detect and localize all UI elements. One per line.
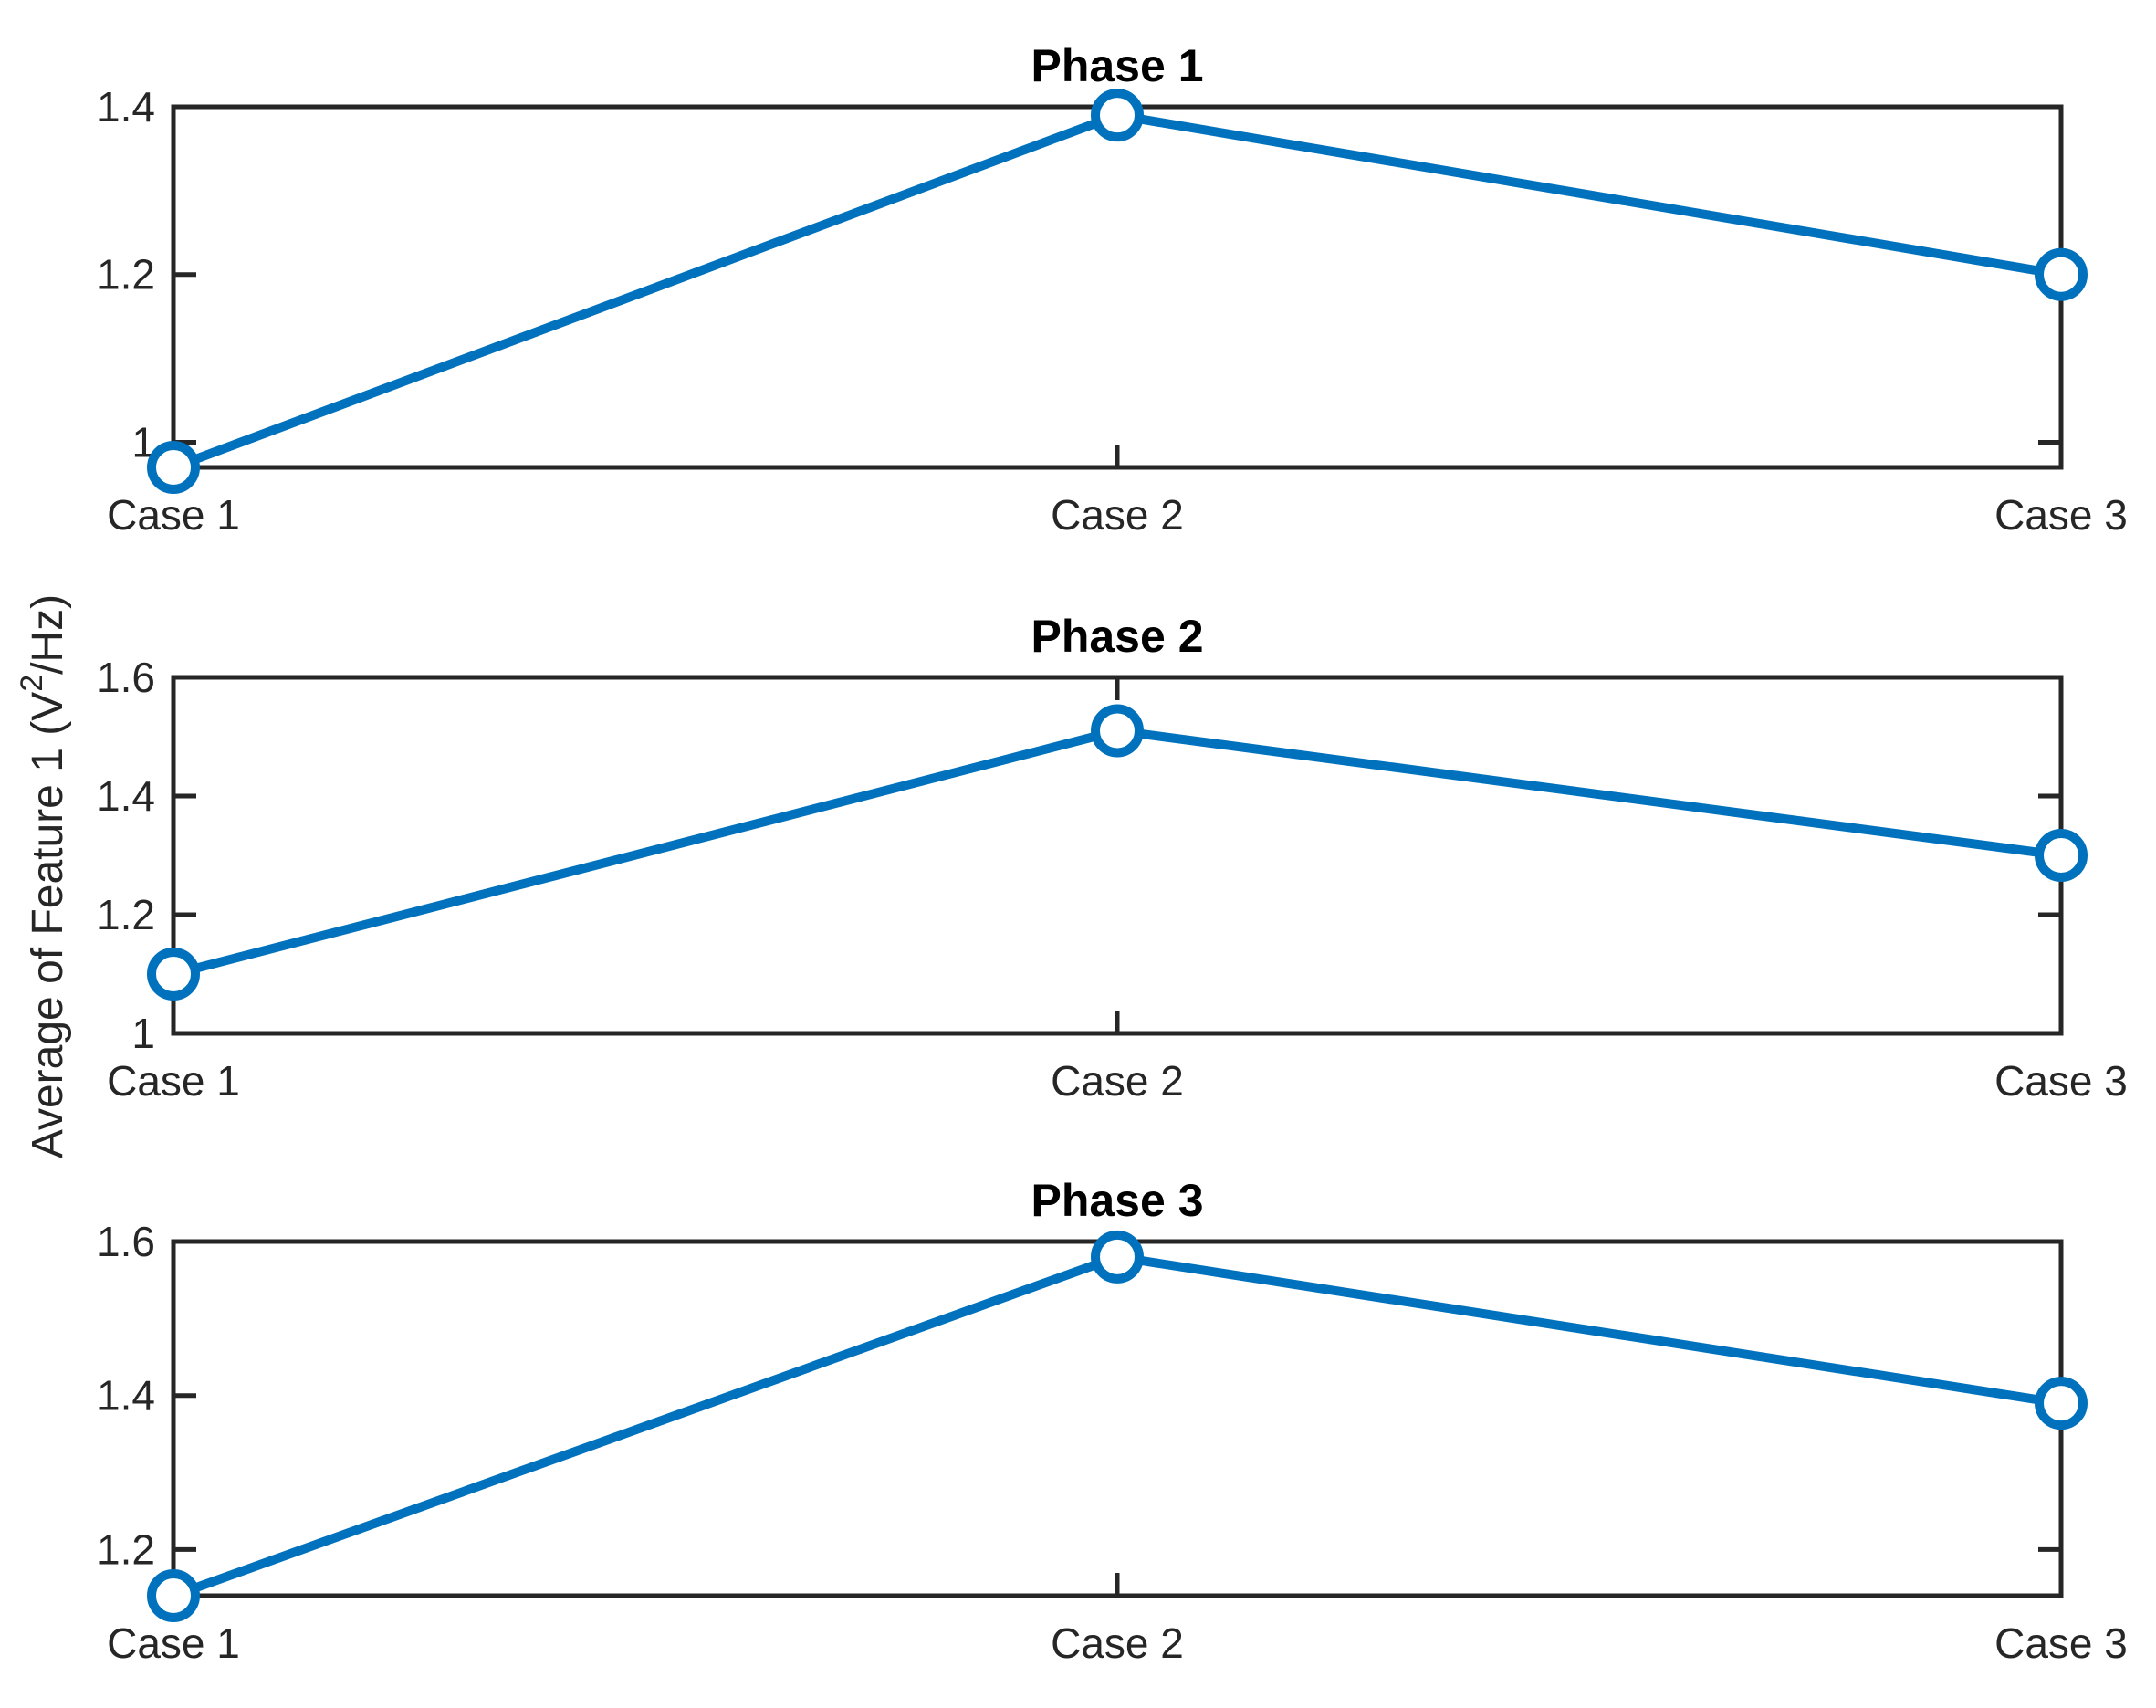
data-marker-case-3 [2035,829,2088,882]
y-tick-label: 1 [131,1010,155,1057]
y-tick-label: 1.2 [97,891,155,938]
data-marker-case-1 [147,1569,200,1622]
x-tick-label: Case 1 [107,491,240,539]
y-axis-label: Average of Feature 1 (V2/Hz) [15,594,72,1158]
y-axis-label-text: Average of Feature 1 (V [24,692,72,1158]
y-axis-label-text: /Hz) [24,594,72,675]
y-tick-label: 1.6 [97,1218,155,1265]
y-tick-label: 1.4 [97,83,155,131]
x-tick-label: Case 2 [1051,1619,1184,1667]
data-marker-case-1 [147,441,200,494]
data-marker-case-1 [147,948,200,1001]
subplot-title: Phase 2 [1031,611,1203,662]
data-line [172,726,2062,979]
y-tick-label: 1.4 [97,772,155,820]
y-tick-label: 1.2 [97,251,155,299]
x-tick-label: Case 3 [1994,1619,2128,1667]
axes-box [171,1239,2064,1598]
data-marker-case-3 [2035,247,2088,301]
data-marker-case-3 [2035,1377,2088,1430]
x-tick-label: Case 2 [1051,491,1184,539]
subplot-title: Phase 1 [1031,40,1203,91]
data-line [172,1252,2062,1600]
data-line [172,110,2062,472]
y-tick-label: 1.6 [97,654,155,701]
y-tick-label: 1.2 [97,1525,155,1573]
x-tick-label: Case 3 [1994,1057,2128,1105]
x-tick-label: Case 1 [107,1057,240,1105]
data-marker-case-2 [1091,89,1144,142]
y-axis-label-superscript: 2 [15,675,49,692]
x-tick-label: Case 1 [107,1619,240,1667]
axes-box [171,104,2064,470]
data-marker-case-2 [1091,704,1144,758]
x-tick-label: Case 3 [1994,491,2128,539]
x-tick-label: Case 2 [1051,1057,1184,1105]
subplot-title: Phase 3 [1031,1175,1203,1226]
y-tick-label: 1.4 [97,1372,155,1420]
data-marker-case-2 [1091,1230,1144,1284]
